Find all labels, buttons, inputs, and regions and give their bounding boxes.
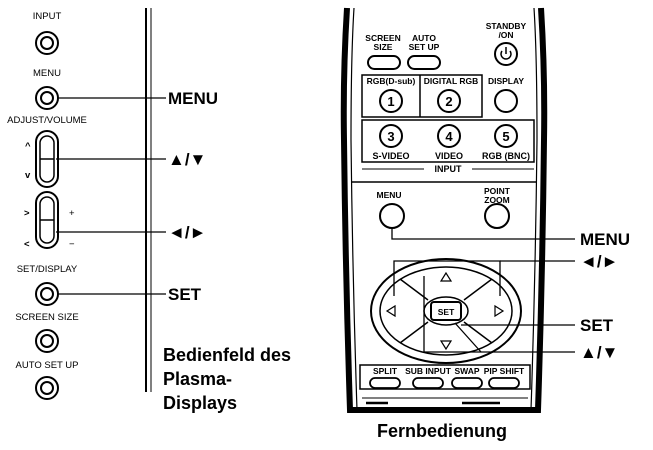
video-label: VIDEO <box>435 151 463 161</box>
auto-setup-text-2: SET UP <box>409 42 440 52</box>
point-zoom-button[interactable] <box>484 203 510 229</box>
remote-control: SCREEN SIZE AUTO SET UP STANDBY /ON RGB(… <box>340 7 630 441</box>
input-3-button[interactable]: 3 <box>379 124 403 148</box>
set-display-label: SET/DISPLAY <box>17 264 78 275</box>
remote-menu-label: MENU <box>376 190 401 200</box>
left-symbol: < <box>24 239 30 250</box>
up-down-rocker[interactable] <box>35 130 59 188</box>
pip-shift-label: PIP SHIFT <box>484 366 525 376</box>
remote-outline <box>340 7 548 413</box>
remote-callout-up-down: ▲/▼ <box>580 343 618 362</box>
right-arrow-icon <box>494 304 505 318</box>
menu-label: MENU <box>33 68 61 79</box>
panel-caption-line-2: Plasma- <box>163 369 232 389</box>
remote-inner-outline <box>350 7 538 411</box>
adjust-volume-label: ADJUST/VOLUME <box>7 115 87 126</box>
svg-text:2: 2 <box>445 94 452 109</box>
input-label: INPUT <box>33 11 62 22</box>
svg-text:3: 3 <box>387 129 394 144</box>
screen-size-text-1: SCREEN <box>365 33 400 43</box>
svg-text:5: 5 <box>502 129 509 144</box>
swap-label: SWAP <box>454 366 479 376</box>
pip-shift-button[interactable] <box>488 377 520 389</box>
down-arrow-icon <box>439 340 453 351</box>
bottom-button-box <box>359 364 531 390</box>
standby-text-1: STANDBY <box>486 21 527 31</box>
remote-callout-menu: MENU <box>580 230 630 249</box>
panel-caption-line-3: Displays <box>163 393 237 413</box>
power-icon <box>500 50 512 60</box>
sub-input-button[interactable] <box>412 377 444 389</box>
input-group-bottom-box <box>361 119 535 163</box>
remote-auto-setup-button[interactable] <box>407 55 441 70</box>
split-button[interactable] <box>369 377 401 389</box>
callout-line <box>393 260 501 296</box>
split-label: SPLIT <box>373 366 398 376</box>
set-display-button[interactable] <box>35 282 59 306</box>
svg-text:1: 1 <box>387 94 394 109</box>
control-panel: INPUT MENU ADJUST/VOLUME ^ v > + < − <box>7 8 291 413</box>
digital-rgb-label: DIGITAL RGB <box>424 76 478 86</box>
up-arrow-icon <box>439 271 453 282</box>
screen-size-button[interactable] <box>35 329 59 353</box>
callout-up-down: ▲/▼ <box>168 150 206 169</box>
rgb-dsub-label: RGB(D-sub) <box>367 76 416 86</box>
menu-button[interactable] <box>35 86 59 110</box>
input-1-button[interactable]: 1 <box>379 89 403 113</box>
standby-text-2: /ON <box>498 30 513 40</box>
sub-input-label: SUB INPUT <box>405 366 452 376</box>
remote-callout-set: SET <box>580 316 614 335</box>
remote-menu-button[interactable] <box>379 203 405 229</box>
remote-caption: Fernbedienung <box>377 421 507 441</box>
callout-set: SET <box>168 285 202 304</box>
svg-text:4: 4 <box>445 129 453 144</box>
down-symbol: v <box>25 170 31 181</box>
remote-callout-left-right: ◄/► <box>580 252 618 271</box>
auto-setup-text-1: AUTO <box>412 33 436 43</box>
display-label: DISPLAY <box>488 76 524 86</box>
input-button[interactable] <box>35 31 59 55</box>
input-group-top-box <box>361 74 483 118</box>
auto-set-up-button[interactable] <box>35 376 59 400</box>
swap-button[interactable] <box>451 377 483 389</box>
remote-set-button[interactable]: SET <box>430 301 462 321</box>
rgb-bnc-label: RGB (BNC) <box>482 151 530 161</box>
standby-button[interactable] <box>494 42 518 66</box>
panel-caption-line-1: Bedienfeld des <box>163 345 291 365</box>
point-zoom-text-2: ZOOM <box>484 195 510 205</box>
screen-size-label: SCREEN SIZE <box>15 312 78 323</box>
auto-set-up-label: AUTO SET UP <box>16 360 79 371</box>
callout-left-right: ◄/► <box>168 223 206 242</box>
callout-line <box>423 276 481 353</box>
point-zoom-text-1: POINT <box>484 186 511 196</box>
remote-screen-size-button[interactable] <box>367 55 401 70</box>
display-button[interactable] <box>494 89 518 113</box>
left-arrow-icon <box>385 304 396 318</box>
plus-symbol: + <box>69 208 75 219</box>
left-right-rocker[interactable] <box>35 191 59 249</box>
input-4-button[interactable]: 4 <box>437 124 461 148</box>
up-symbol: ^ <box>25 141 31 152</box>
input-5-button[interactable]: 5 <box>494 124 518 148</box>
input-group-label: INPUT <box>435 164 463 174</box>
right-symbol: > <box>24 208 30 219</box>
minus-symbol: − <box>69 239 75 250</box>
screen-size-text-2: SIZE <box>374 42 393 52</box>
callout-line <box>391 228 575 240</box>
input-2-button[interactable]: 2 <box>437 89 461 113</box>
svideo-label: S-VIDEO <box>372 151 409 161</box>
svg-text:SET: SET <box>438 307 455 317</box>
callout-menu: MENU <box>168 89 218 108</box>
